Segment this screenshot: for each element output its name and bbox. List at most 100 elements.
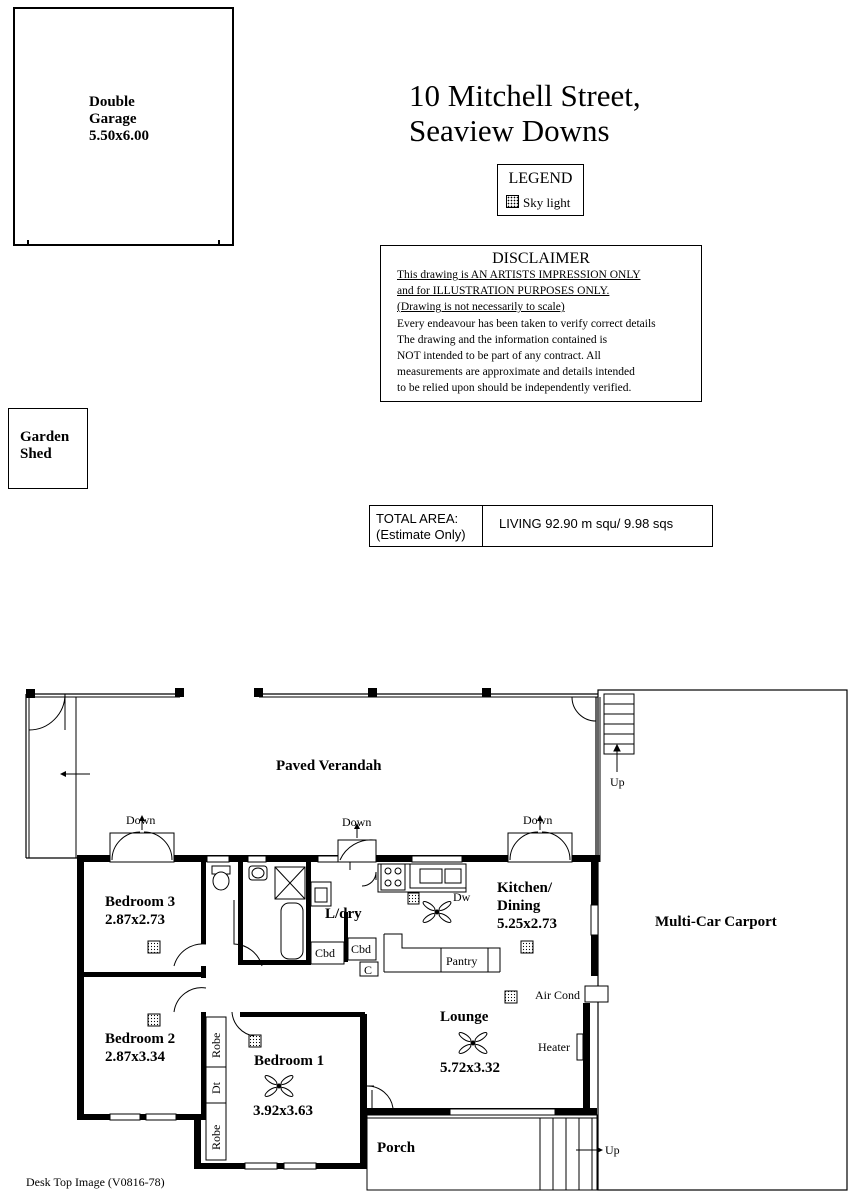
- garage-label-line2: Garage: [89, 111, 137, 127]
- disclaimer-box: DISCLAIMER This drawing is AN ARTISTS IM…: [380, 245, 702, 402]
- disclaimer-line: and for ILLUSTRATION PURPOSES ONLY.: [397, 285, 610, 297]
- kitchen-label: Kitchen/ Dining 5.25x2.73: [497, 879, 557, 933]
- total-area-box: TOTAL AREA: (Estimate Only) LIVING 92.90…: [369, 505, 713, 547]
- porch-steps: [366, 1114, 600, 1191]
- down-arrow-icon: [139, 815, 145, 821]
- verandah-label: Paved Verandah: [276, 758, 382, 774]
- address-line-suburb: Seaview Downs: [409, 113, 610, 148]
- sky-lights: [147, 892, 534, 1048]
- garage-label-line1: Double: [89, 94, 135, 110]
- robes: [205, 1016, 227, 1161]
- bedroom3-dimensions: 2.87x2.73: [105, 912, 165, 928]
- ceiling-fan-icon: [458, 1031, 488, 1055]
- sky-light-icon: [147, 1013, 161, 1027]
- disclaimer-heading: DISCLAIMER: [492, 250, 590, 267]
- bathroom-fixtures: [211, 865, 332, 960]
- stairs-verandah: [571, 693, 635, 772]
- cupboard-label-1: Cbd: [315, 946, 336, 960]
- disclaimer-line: The drawing and the information containe…: [397, 334, 608, 346]
- footer-caption: Desk Top Image (V0816-78): [26, 1175, 165, 1189]
- disclaimer-line: Every endeavour has been taken to verify…: [397, 318, 656, 330]
- bedroom1-name: Bedroom 1: [254, 1053, 325, 1069]
- double-garage: [13, 7, 234, 246]
- dt-label: Dt: [209, 1082, 223, 1094]
- lounge-name: Lounge: [440, 1009, 489, 1025]
- total-area-value: LIVING 92.90 m squ/ 9.98 sqs: [499, 516, 674, 531]
- bedroom2-name: Bedroom 2: [105, 1031, 176, 1047]
- porch-label: Porch: [377, 1140, 416, 1156]
- bedroom1-dimensions: 3.92x3.63: [253, 1103, 313, 1119]
- cupboard-label-small: C: [364, 963, 373, 977]
- sky-light-icon: [520, 940, 534, 954]
- down-arrow-icon: [354, 823, 360, 829]
- shed-label: Garden Shed: [20, 429, 69, 463]
- legend-sky-light-label: Sky light: [523, 195, 571, 210]
- legend-heading: LEGEND: [508, 170, 573, 187]
- down-label-kitchen: Down: [523, 813, 553, 827]
- total-area-label-line2: (Estimate Only): [376, 527, 466, 542]
- shed-label-line2: Shed: [20, 446, 52, 462]
- up-label-verandah: Up: [610, 775, 625, 789]
- kitchen-fixtures: [377, 863, 501, 973]
- total-area-label: TOTAL AREA: (Estimate Only): [376, 511, 466, 543]
- carport-label: Multi-Car Carport: [655, 914, 777, 930]
- verandah-outline: [25, 693, 601, 862]
- door-bedroom3-verandah: [109, 818, 175, 863]
- kitchen-name-line2: Dining: [497, 898, 541, 914]
- heater-label: Heater: [538, 1040, 570, 1054]
- sky-light-icon: [248, 1034, 262, 1048]
- garage-label: Double Garage 5.50x6.00: [89, 94, 149, 145]
- address-line-street: 10 Mitchell Street,: [409, 78, 641, 113]
- verandah-gate-swing: [28, 693, 66, 731]
- legend-item-sky-light: Sky light: [506, 195, 570, 211]
- ceiling-fan-icon: [264, 1074, 294, 1098]
- bedroom2-label: Bedroom 2 2.87x3.34: [105, 1030, 175, 1066]
- kitchen-dimensions: 5.25x2.73: [497, 916, 557, 932]
- bedroom3-label: Bedroom 3 2.87x2.73: [105, 893, 175, 929]
- up-label-porch: Up: [605, 1143, 620, 1157]
- disclaimer-line: NOT intended to be part of any contract.…: [397, 350, 601, 362]
- sky-light-icon: [506, 195, 519, 208]
- right-arrow-icon: [597, 1147, 603, 1153]
- robe-label-1: Robe: [209, 1032, 223, 1058]
- windows: [109, 855, 599, 1170]
- bedroom3-name: Bedroom 3: [105, 894, 176, 910]
- disclaimer-line: This drawing is AN ARTISTS IMPRESSION ON…: [397, 269, 641, 281]
- down-arrow-icon: [537, 815, 543, 821]
- lounge-dimensions: 5.72x3.32: [440, 1060, 500, 1076]
- garage-door-mark: [27, 240, 29, 246]
- legend-box: LEGEND Sky light: [497, 164, 584, 216]
- air-cond-label: Air Cond: [535, 988, 580, 1002]
- laundry-fixtures: [310, 862, 379, 977]
- heater-aircon: [576, 985, 609, 1061]
- garage-dimensions: 5.50x6.00: [89, 128, 149, 144]
- disclaimer-line: measurements are approximate and details…: [397, 366, 635, 378]
- pantry-label: Pantry: [446, 954, 478, 968]
- total-area-label-line1: TOTAL AREA:: [376, 511, 459, 526]
- verandah-posts: [26, 688, 491, 698]
- total-area-divider: [482, 506, 483, 546]
- cupboard-label-2: Cbd: [351, 942, 372, 956]
- sky-light-icon: [504, 990, 518, 1004]
- bedroom2-dimensions: 2.87x3.34: [105, 1049, 165, 1065]
- shed-label-line1: Garden: [20, 429, 70, 445]
- ceiling-fan-icon: [422, 900, 452, 924]
- door-kitchen-verandah: [507, 818, 573, 863]
- carport-outline: [597, 689, 848, 1191]
- garage-door-mark: [218, 240, 220, 246]
- down-label-bedroom3: Down: [126, 813, 156, 827]
- sky-light-icon: [147, 940, 161, 954]
- door-laundry-verandah: [337, 826, 377, 863]
- laundry-label: L/dry: [325, 906, 362, 922]
- interior-doors: [173, 900, 394, 1110]
- robe-label-2: Robe: [209, 1124, 223, 1150]
- sky-light-icon: [407, 892, 420, 905]
- property-address: 10 Mitchell Street, Seaview Downs: [409, 78, 641, 148]
- disclaimer-line: (Drawing is not necessarily to scale): [397, 301, 565, 313]
- left-arrow-icon: [60, 771, 90, 777]
- down-label-laundry: Down: [342, 815, 372, 829]
- disclaimer-line: to be relied upon should be independentl…: [397, 382, 632, 394]
- kitchen-name-line1: Kitchen/: [497, 880, 552, 896]
- dishwasher-label: Dw: [453, 890, 471, 904]
